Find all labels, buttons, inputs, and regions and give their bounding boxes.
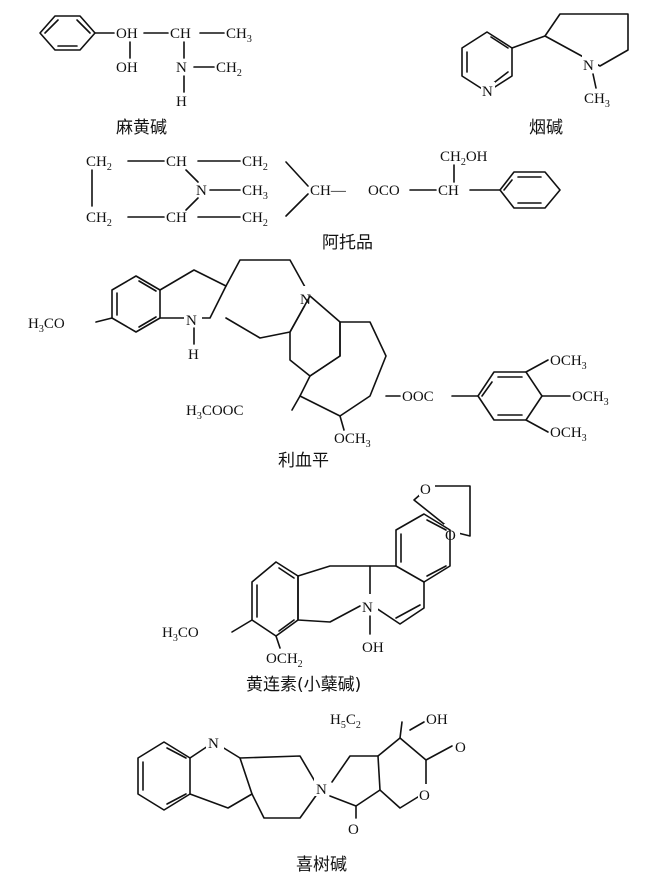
- berberine-h3co-label: H3CO: [162, 625, 199, 644]
- berberine-o1-label: O: [420, 482, 431, 498]
- reserpine-och3-a-label: OCH3: [550, 353, 587, 372]
- atropine-ch2-top-label: CH2: [86, 154, 112, 173]
- ephedrine-oh2-label: OH: [116, 60, 138, 76]
- berberine-oh-label: OH: [362, 640, 384, 656]
- reserpine-ring-d: [289, 295, 341, 377]
- reserpine-och3-c-label: OCH3: [550, 425, 587, 444]
- reserpine-oooc-label: OOC: [402, 389, 434, 405]
- caption-atropine: 阿托品: [322, 233, 373, 253]
- nicotine-structure: N N CH3 烟碱: [461, 13, 629, 138]
- berberine-structure: O O N H3CO OCH2 OH 黄连素(小蘖碱): [162, 478, 471, 695]
- reserpine-och3-label: OCH3: [334, 431, 371, 450]
- reserpine-structure: N H H3CO N H3COOC OCH3 OOC OCH3 OCH3 OCH…: [28, 259, 609, 471]
- ephedrine-benzene-ring: [39, 15, 96, 51]
- reserpine-och3-b-label: OCH3: [572, 389, 609, 408]
- caption-berberine: 黄连素(小蘖碱): [246, 675, 361, 695]
- ephedrine-ch-label: CH: [170, 26, 191, 42]
- ephedrine-n-label: N: [176, 60, 187, 76]
- ephedrine-oh-label: OH: [116, 26, 138, 42]
- atropine-ch2-bot-label: CH2: [86, 210, 112, 229]
- berberine-ring-d: [251, 561, 299, 637]
- atropine-structure: CH2 CH CH2 N CH3 CH2 CH CH2 CH— OCO CH C…: [86, 149, 561, 253]
- atropine-ch2-bot2-label: CH2: [242, 210, 268, 229]
- nicotine-n2-label: N: [583, 58, 594, 74]
- reserpine-indole-benzene-ring: [111, 275, 161, 333]
- camptothecin-n2-label: N: [316, 782, 327, 798]
- camptothecin-co-label: O: [455, 740, 466, 756]
- atropine-ch-top-label: CH: [166, 154, 187, 170]
- ephedrine-ch3-label: CH3: [226, 26, 252, 45]
- camptothecin-ring-a: [137, 741, 191, 811]
- atropine-oco-label: OCO: [368, 183, 400, 199]
- berberine-och3-label: OCH2: [266, 651, 303, 670]
- atropine-benzene-ring: [499, 171, 561, 209]
- atropine-ch-bot-label: CH: [166, 210, 187, 226]
- ephedrine-nch3-label: CH2: [216, 60, 242, 79]
- atropine-ch2oh-label: CH2OH: [440, 149, 488, 168]
- atropine-nch3-label: CH3: [242, 183, 268, 202]
- camptothecin-h5c2-label: H5C2: [330, 712, 361, 731]
- reserpine-nh-n-label: N: [186, 313, 197, 329]
- atropine-n-label: N: [196, 183, 207, 199]
- reserpine-trimethoxy-ring: [477, 371, 543, 421]
- camptothecin-n1-label: N: [208, 736, 219, 752]
- reserpine-nh-h-label: H: [188, 347, 199, 363]
- nicotine-n1-label: N: [482, 84, 493, 100]
- reserpine-h3co-label: H3CO: [28, 316, 65, 335]
- berberine-ring-a: [395, 513, 451, 583]
- atropine-ch2-top2-label: CH2: [242, 154, 268, 173]
- berberine-n-label: N: [362, 600, 373, 616]
- nicotine-ch3-label: CH3: [584, 91, 610, 110]
- camptothecin-ring-o-label: O: [419, 788, 430, 804]
- camptothecin-structure: N N O O O H5C2 OH 喜树碱: [137, 712, 466, 875]
- caption-camptothecin: 喜树碱: [296, 855, 347, 875]
- reserpine-h3cooc-label: H3COOC: [186, 403, 244, 422]
- caption-ephedrine: 麻黄碱: [116, 118, 167, 138]
- atropine-ch-center-label: CH—: [310, 183, 347, 199]
- nicotine-pyridine-ring: [461, 31, 513, 93]
- caption-nicotine: 烟碱: [529, 118, 563, 138]
- ephedrine-h-label: H: [176, 94, 187, 110]
- ephedrine-structure: OH CH CH3 OH N CH2 H 麻黄碱: [39, 15, 252, 138]
- atropine-ch-label: CH: [438, 183, 459, 199]
- camptothecin-o-label: O: [348, 822, 359, 838]
- caption-reserpine: 利血平: [278, 451, 329, 471]
- reserpine-ring-e: [299, 321, 387, 417]
- camptothecin-oh-label: OH: [426, 712, 448, 728]
- reserpine-n-label: N: [300, 292, 311, 308]
